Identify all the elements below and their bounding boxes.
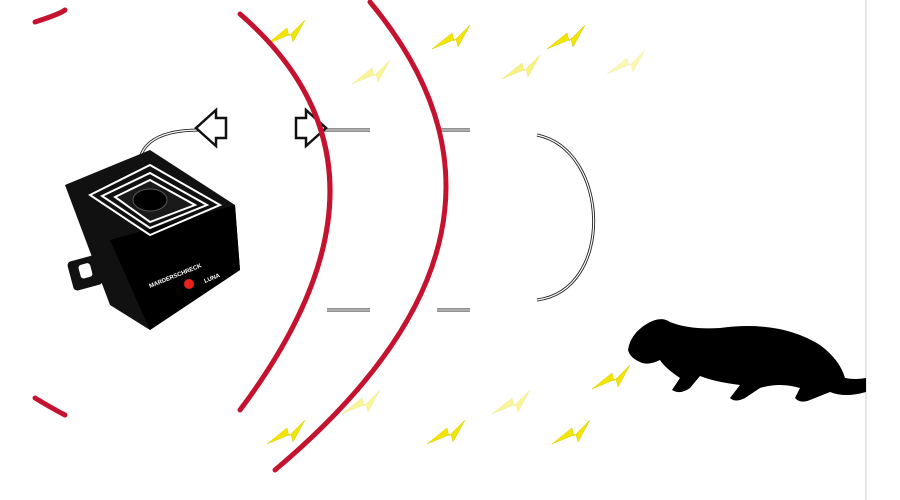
- lightning-bolt-icon: [266, 419, 306, 445]
- sound-waves: [32, 0, 449, 473]
- ultrasonic-bolts: [266, 19, 646, 445]
- lightning-bolt-icon: [591, 364, 631, 390]
- lightning-bolt-icon: [351, 59, 391, 85]
- status-led: [184, 279, 194, 289]
- lightning-bolt-icon: [491, 389, 531, 415]
- lightning-bolt-icon: [546, 24, 586, 50]
- lightning-bolt-icon: [266, 19, 306, 45]
- lightning-bolt-icon: [426, 419, 466, 445]
- arrow-right-icon: [294, 107, 328, 149]
- arrow-left-icon: [194, 107, 228, 149]
- lightning-bolt-icon: [501, 54, 541, 80]
- lightning-bolt-icon: [431, 24, 471, 50]
- lightning-bolt-icon: [551, 419, 591, 445]
- repeller-device: MARDERSCHRECK LUNA: [65, 150, 240, 330]
- lightning-bolt-icon: [341, 389, 381, 415]
- marten-silhouette: [628, 319, 866, 402]
- lightning-bolt-icon: [606, 49, 646, 75]
